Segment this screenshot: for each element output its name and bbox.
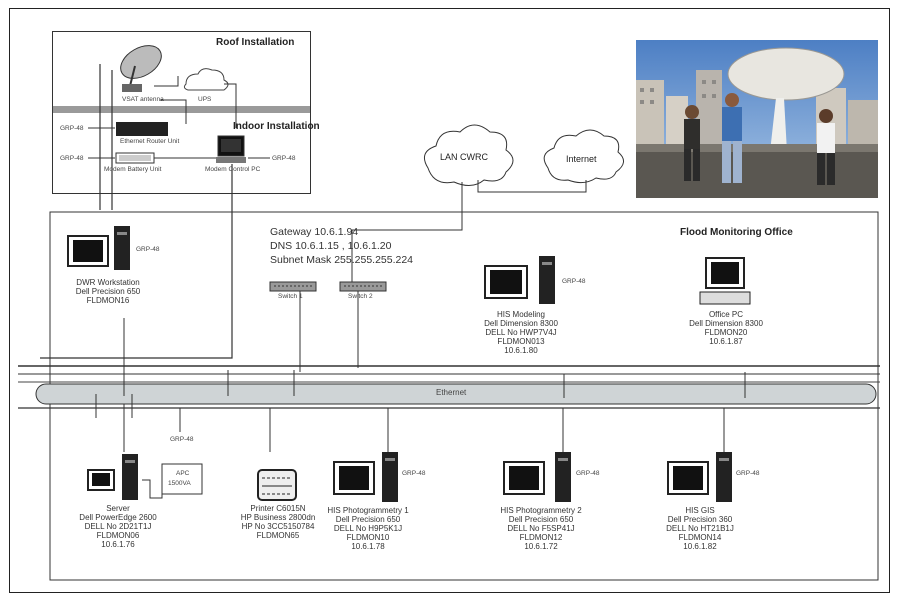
grp-tag-photo1: GRP-48 xyxy=(402,470,426,477)
vsat-label: VSAT antenna xyxy=(122,96,164,103)
rooftop-photo xyxy=(636,40,878,198)
grp-tag-photo2: GRP-48 xyxy=(576,470,600,477)
lan-cwrc-label: LAN CWRC xyxy=(440,152,489,162)
router-label: Ethernet Router Unit xyxy=(120,138,180,145)
grp-tag-server: GRP-48 xyxy=(170,436,194,443)
apc-label-1: APC xyxy=(176,470,190,477)
roof-installation-title: Roof Installation xyxy=(216,37,295,48)
gateway-text: Gateway 10.6.1.94 xyxy=(270,226,359,238)
grp-tag-gis: GRP-48 xyxy=(736,470,760,477)
grp-label-2: GRP-48 xyxy=(60,155,84,162)
dns-text: DNS 10.6.1.15 , 10.6.1.20 xyxy=(270,240,392,252)
internet-label: Internet xyxy=(566,154,597,164)
grp-tag-modeling: GRP-48 xyxy=(562,278,586,285)
battery-label: Modem Battery Unit xyxy=(104,166,162,173)
modem-pc-label: Modem Control PC xyxy=(205,166,261,173)
ups-label: UPS xyxy=(198,96,212,103)
grp-label-3: GRP-48 xyxy=(272,155,296,162)
switch-2-label: Switch 2 xyxy=(348,293,373,300)
apc-label-2: 1500VA xyxy=(168,480,191,487)
roof-installation-box xyxy=(52,31,311,194)
grp-tag-dwr: GRP-48 xyxy=(136,246,160,253)
ethernet-label: Ethernet xyxy=(436,388,467,397)
office-title: Flood Monitoring Office xyxy=(680,227,793,238)
grp-label-1: GRP-48 xyxy=(60,125,84,132)
switch-1-label: Switch 1 xyxy=(278,293,303,300)
indoor-installation-title: Indoor Installation xyxy=(233,121,320,132)
diagram-frame xyxy=(9,8,890,593)
subnet-text: Subnet Mask 255.255.255.224 xyxy=(270,254,414,266)
